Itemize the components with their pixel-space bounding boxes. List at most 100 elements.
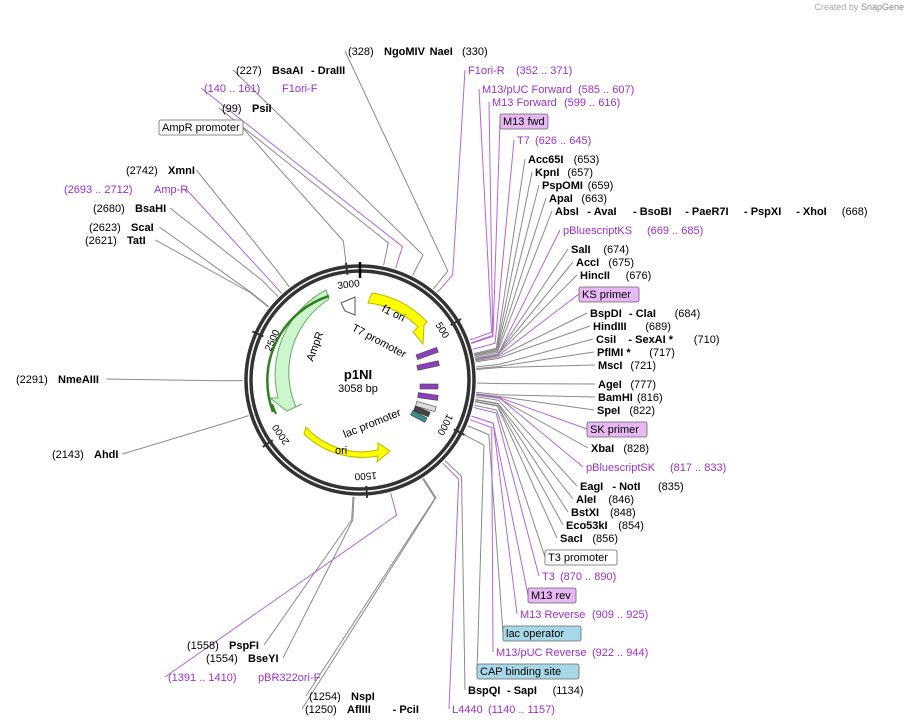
- site-label-sali[interactable]: SalI(674): [571, 244, 629, 256]
- site-position: (1254): [309, 691, 341, 703]
- site-label-eco53ki[interactable]: Eco53kI(854): [566, 520, 644, 532]
- site-position: (328): [348, 46, 374, 58]
- site-label-bsaai[interactable]: (227)BsaAI- DraIII: [236, 65, 345, 77]
- ampr-highlight: [266, 294, 330, 413]
- site-label-hindiii[interactable]: HindIII(689): [593, 321, 671, 333]
- connector-line: [475, 399, 574, 500]
- site-label-m13rev[interactable]: M13 rev: [527, 587, 577, 604]
- enzyme-name: NmeAIII: [58, 374, 99, 386]
- site-label-skprimer[interactable]: SK primer: [586, 421, 648, 438]
- site-label-t7[interactable]: T7(626 .. 645): [517, 135, 591, 147]
- site-label-nmeaiii[interactable]: (2291) NmeAIII: [16, 374, 99, 386]
- enzyme-name: - AvaI: [587, 206, 616, 218]
- site-label-bamhi[interactable]: BamHI(816): [598, 392, 663, 404]
- site-label-bseyi[interactable]: (1554)BseYI: [206, 653, 279, 665]
- enzyme-name: BseYI: [248, 653, 279, 665]
- site-label-pflmi[interactable]: PflMI *(717): [597, 347, 675, 359]
- site-label-hincii[interactable]: HincII(676): [580, 270, 651, 282]
- site-label-pbr322[interactable]: (1391 .. 1410)pBR322ori-F: [168, 672, 321, 684]
- connector-line: [442, 462, 460, 710]
- f1-ori-arrow[interactable]: [367, 292, 428, 346]
- site-label-f1orif[interactable]: (140 .. 161)F1ori-F: [204, 83, 318, 95]
- feature-box: [586, 421, 648, 438]
- site-label-m13fwd[interactable]: M13 Forward(599 .. 616): [492, 97, 620, 109]
- site-label-m13reverse[interactable]: M13 Reverse(909 .. 925): [520, 609, 648, 621]
- ori-arrow[interactable]: [303, 425, 391, 464]
- connector-line: [185, 188, 282, 294]
- enzyme-name: SalI: [571, 244, 591, 256]
- plasmid-size: 3058 bp: [338, 383, 378, 395]
- site-position: (710): [694, 334, 720, 346]
- site-label-msci[interactable]: MscI(721): [598, 360, 656, 372]
- site-label-afliii[interactable]: (1250)AflIII- PciI: [305, 704, 419, 716]
- site-label-spei[interactable]: SpeI(822): [597, 405, 655, 417]
- site-label-ahdi[interactable]: (2143)AhdI: [52, 449, 118, 461]
- site-label-apai[interactable]: ApaI(663): [549, 193, 607, 205]
- feature-name: M13/pUC Forward: [482, 84, 572, 96]
- enzyme-name: AhdI: [94, 449, 118, 461]
- site-position: (777): [630, 379, 656, 391]
- enzyme-name: HincII: [580, 270, 610, 282]
- site-position: (653): [574, 154, 600, 166]
- connector-line: [218, 107, 389, 266]
- feature-name: (870 .. 890): [560, 571, 616, 583]
- site-label-alei[interactable]: AleI(846): [576, 494, 634, 506]
- amp-promoter-arrow[interactable]: [340, 296, 356, 316]
- site-label-absi[interactable]: AbsI- AvaI- BsoBI- PaeR7I- PspXI- XhoI(6…: [555, 206, 867, 218]
- site-label-pspomi[interactable]: PspOMI(659): [542, 180, 613, 192]
- feature-box: [158, 119, 244, 136]
- site-label-ampprom[interactable]: AmpR promoter: [158, 119, 244, 136]
- connector-line: [476, 351, 595, 370]
- enzyme-name: AbsI: [555, 206, 579, 218]
- site-position: (2291): [16, 374, 48, 386]
- site-label-agei[interactable]: AgeI(777): [598, 379, 656, 391]
- site-label-tati[interactable]: (2621)TatI: [85, 235, 146, 247]
- site-position: (1558): [187, 640, 219, 652]
- site-label-lacop[interactable]: lac operator: [502, 625, 582, 642]
- site-label-t3prom[interactable]: T3 promoter: [544, 549, 618, 566]
- site-label-capsite[interactable]: CAP binding site: [476, 663, 580, 680]
- connector-line: [476, 338, 594, 368]
- site-label-bspdi[interactable]: BspDI- ClaI(684): [590, 308, 700, 320]
- site-label-bstxi[interactable]: BstXI(848): [571, 507, 636, 519]
- connector-line: [305, 478, 436, 697]
- enzyme-name: PflMI *: [597, 347, 631, 359]
- site-label-bspqi[interactable]: BspQI- SapI(1134): [468, 685, 584, 697]
- site-label-nspi[interactable]: (1254) NspI: [309, 691, 375, 703]
- site-label-psii[interactable]: (99)PsiI: [222, 103, 272, 115]
- connector-line: [475, 399, 569, 513]
- feature-amp-promoter[interactable]: [340, 296, 356, 316]
- site-label-xmni[interactable]: (2742)XmnI: [126, 165, 195, 177]
- site-label-pbluks[interactable]: pBluescriptKS(669 .. 685): [563, 225, 703, 237]
- connector-line: [196, 169, 290, 288]
- site-label-scai[interactable]: (2623)ScaI: [89, 222, 154, 234]
- site-label-ampr[interactable]: (2693 .. 2712)Amp-R: [64, 184, 188, 196]
- site-label-bsahi[interactable]: (2680)BsaHI: [93, 203, 166, 215]
- connector-line: [476, 394, 584, 468]
- site-label-l4440[interactable]: L4440(1140 .. 1157): [452, 704, 555, 716]
- enzyme-name: KpnI: [535, 167, 559, 179]
- site-label-xbai[interactable]: XbaI(828): [591, 443, 649, 455]
- enzyme-name: NspI: [351, 691, 375, 703]
- t7-promoter-label: T7 promoter: [350, 322, 409, 361]
- site-label-ksprimer[interactable]: KS primer: [578, 286, 640, 303]
- site-label-pspfi[interactable]: (1558)PspFI: [187, 640, 259, 652]
- feature-ori[interactable]: ori: [303, 425, 391, 464]
- site-label-kpni[interactable]: KpnI(657): [535, 167, 593, 179]
- site-label-f1orir[interactable]: F1ori-R(352 .. 371): [468, 65, 572, 77]
- site-label-m13fwdbox[interactable]: M13 fwd: [499, 113, 549, 130]
- site-label-eagi[interactable]: EagI- NotI(835): [580, 481, 684, 493]
- site-label-m13pucrev[interactable]: M13/pUC Reverse(922 .. 944): [496, 647, 648, 659]
- site-label-t3[interactable]: T3(870 .. 890): [542, 571, 616, 583]
- site-label-pbluesk[interactable]: pBluescriptSK(817 .. 833): [586, 462, 726, 474]
- enzyme-name: - BsoBI: [633, 206, 672, 218]
- site-label-csii[interactable]: CsiI- SexAI *(710): [596, 334, 719, 346]
- tick-label: 500: [433, 321, 451, 341]
- site-label-acc65i[interactable]: Acc65I(653): [528, 154, 599, 166]
- site-label-saci[interactable]: SacI(856): [560, 533, 618, 545]
- lac-promoter-label: lac promoter: [342, 407, 403, 441]
- site-label-acci[interactable]: AccI(675): [576, 257, 634, 269]
- site-label-m13pucfwd[interactable]: M13/pUC Forward(585 .. 607): [482, 84, 634, 96]
- connector-line: [476, 391, 596, 398]
